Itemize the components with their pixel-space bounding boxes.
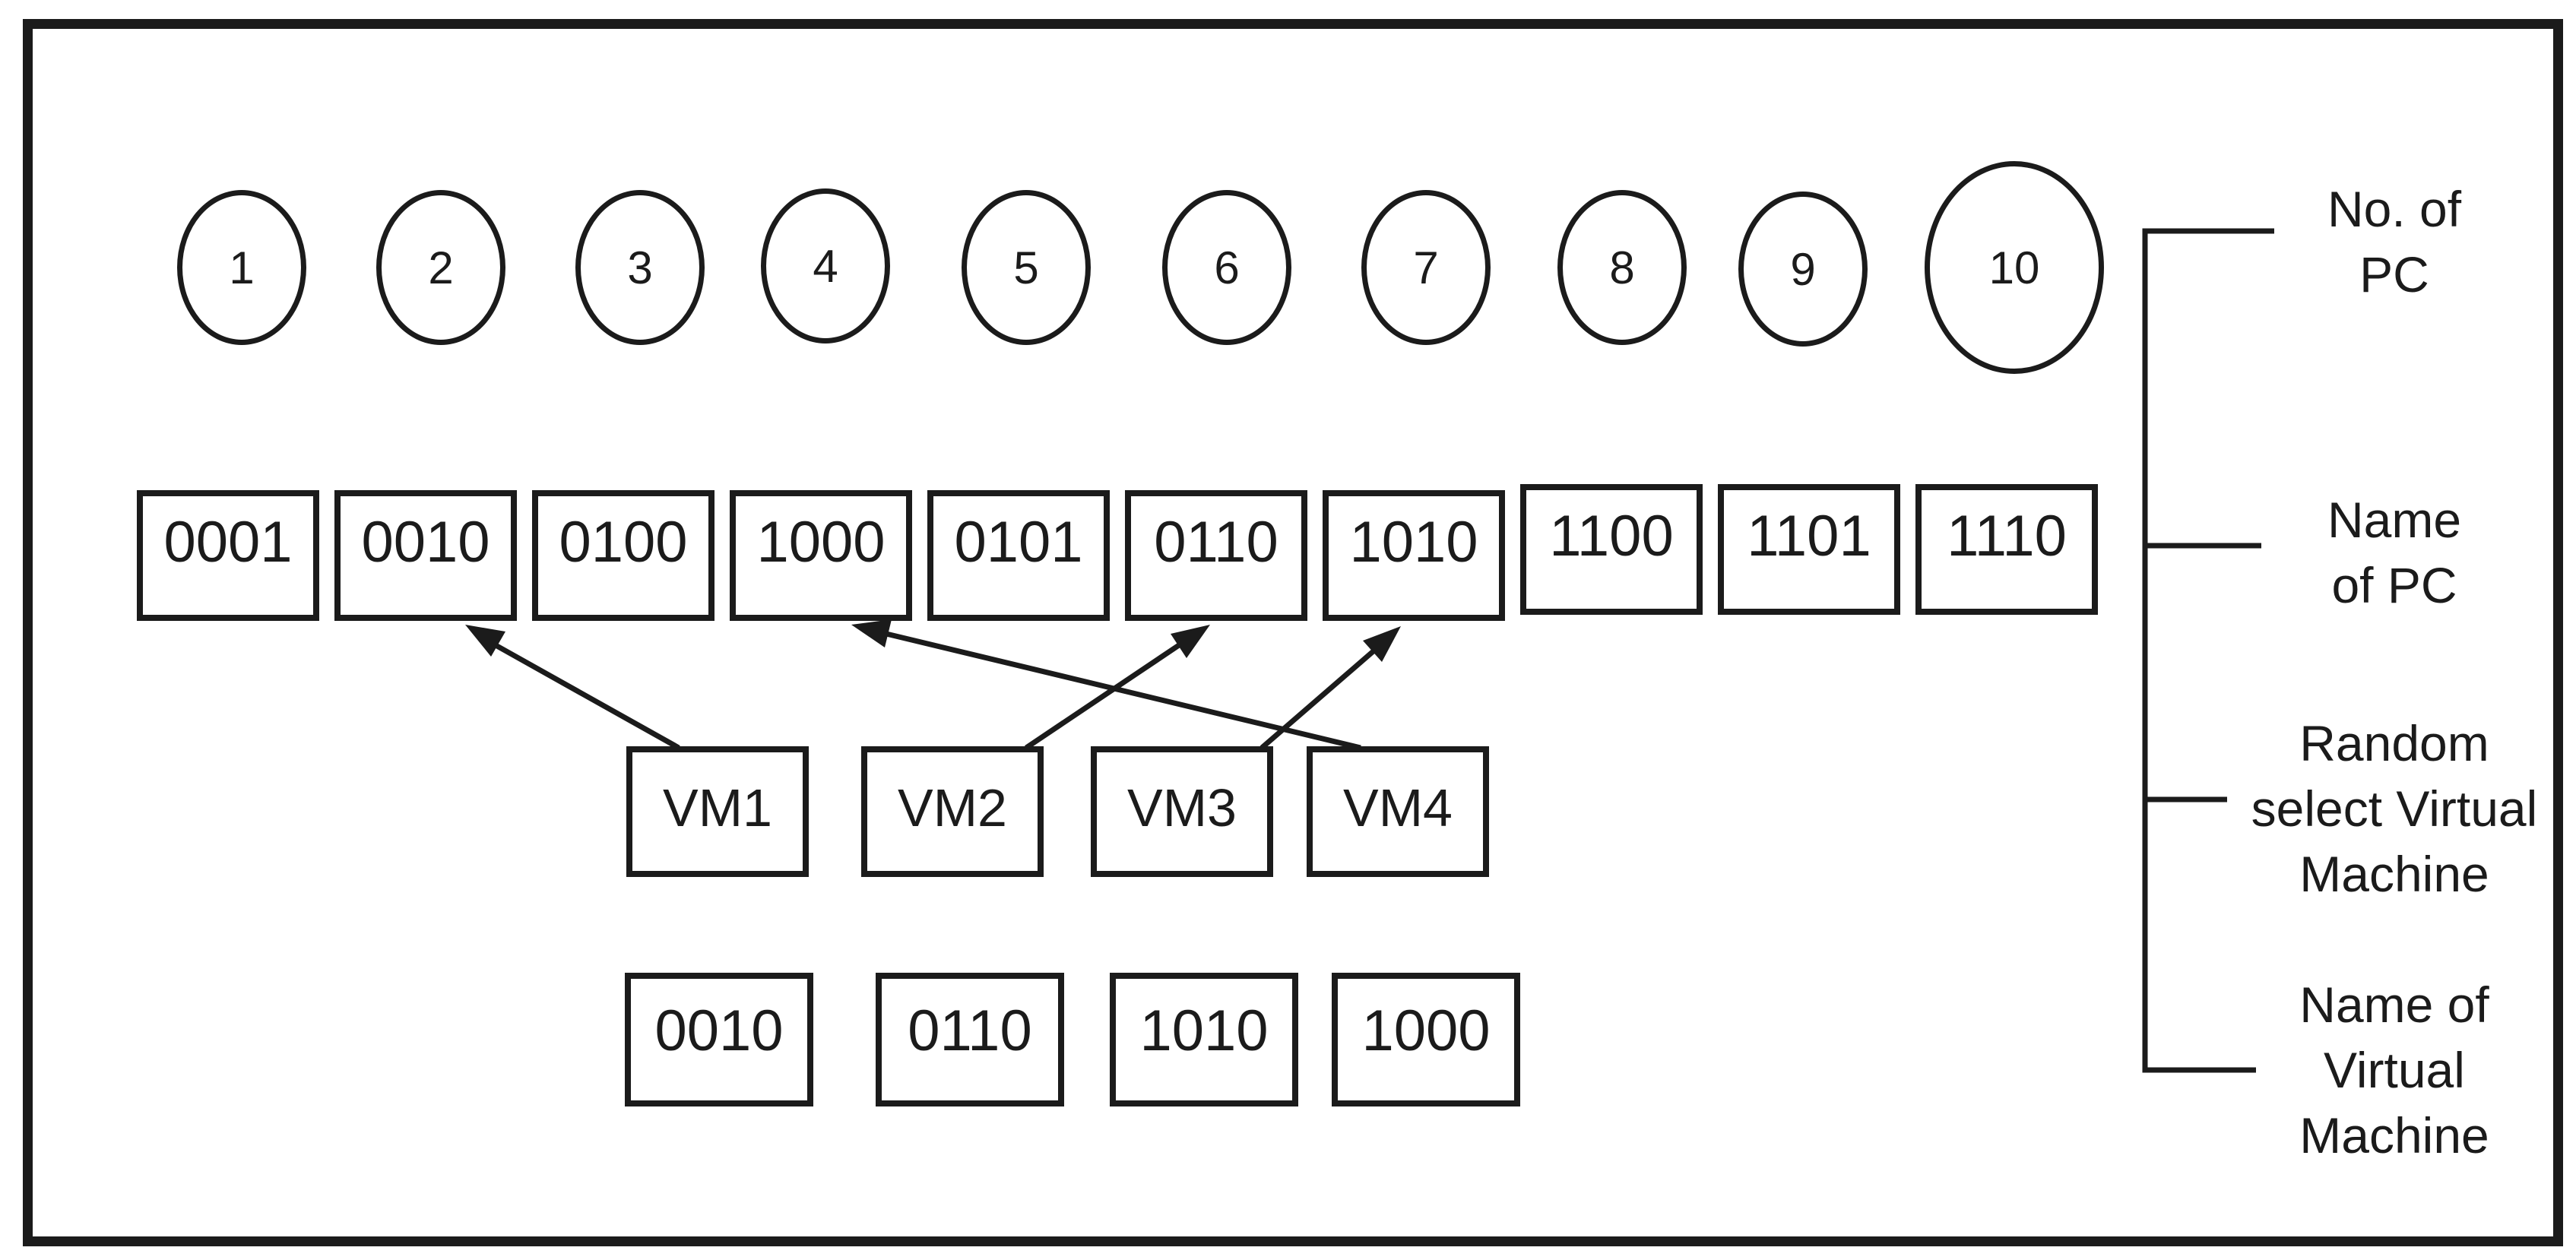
legend-line: Name	[2327, 492, 2462, 548]
arrowhead-vm3-to-pc-1010	[1363, 626, 1401, 662]
pc-name-box-0110: 0110	[1125, 490, 1307, 621]
pc-name-box-0101: 0101	[927, 490, 1110, 621]
arrow-shaft-vm1-to-pc-0010	[494, 642, 680, 751]
pc-circle-8: 8	[1557, 190, 1687, 345]
pc-name-box-0001: 0001	[137, 490, 319, 621]
pc-name-box-1100: 1100	[1520, 484, 1703, 615]
pc-circle-10: 10	[1925, 161, 2104, 374]
legend-name-of-vm: Name of Virtual Machine	[2231, 972, 2558, 1168]
legend-line: Random	[2299, 715, 2489, 771]
pc-name-box-1110: 1110	[1915, 484, 2098, 615]
legend-line: select Virtual	[2251, 780, 2538, 837]
vm-name-box-1010: 1010	[1110, 973, 1298, 1106]
legend-no-of-pc: No. of PC	[2231, 176, 2558, 307]
pc-circle-9: 9	[1738, 192, 1868, 347]
pc-name-box-1000: 1000	[730, 490, 912, 621]
legend-name-of-pc: Name of PC	[2231, 487, 2558, 618]
legend-random-select-vm: Random select Virtual Machine	[2231, 711, 2558, 907]
arrowhead-vm2-to-pc-0110	[1171, 625, 1210, 658]
legend-line: No. of	[2327, 181, 2462, 237]
pc-name-box-1010: 1010	[1323, 490, 1505, 621]
pc-circle-7: 7	[1361, 190, 1491, 345]
arrowhead-vm4-to-pc-1000	[851, 619, 892, 647]
pc-name-box-1101: 1101	[1718, 484, 1900, 615]
vm-name-box-0110: 0110	[876, 973, 1064, 1106]
legend-line: Virtual	[2324, 1042, 2465, 1098]
arrowhead-vm1-to-pc-0010	[465, 625, 505, 657]
legend-line: of PC	[2331, 557, 2457, 613]
vm-name-box-0010: 0010	[625, 973, 813, 1106]
pc-circle-4: 4	[761, 188, 890, 343]
vm-box-vm4: VM4	[1307, 746, 1489, 877]
vm-box-vm1: VM1	[626, 746, 809, 877]
arrow-shaft-vm2-to-pc-0110	[1025, 641, 1183, 750]
legend-bracket	[2142, 228, 2274, 1073]
pc-circle-5: 5	[962, 190, 1091, 345]
arrow-shaft-vm4-to-pc-1000	[886, 631, 1361, 751]
vm-box-vm2: VM2	[861, 746, 1044, 877]
pc-name-box-0100: 0100	[532, 490, 714, 621]
legend-line: Machine	[2299, 846, 2489, 902]
pc-circle-6: 6	[1162, 190, 1291, 345]
pc-circle-1: 1	[177, 190, 306, 345]
legend-line: Name of	[2299, 977, 2489, 1033]
outer-frame	[23, 19, 2563, 1246]
legend-line: Machine	[2299, 1107, 2489, 1163]
legend-line: PC	[2359, 246, 2429, 302]
pc-circle-3: 3	[575, 190, 705, 345]
vm-box-vm3: VM3	[1091, 746, 1273, 877]
pc-name-box-0010: 0010	[334, 490, 517, 621]
vm-name-box-1000: 1000	[1332, 973, 1520, 1106]
pc-circle-2: 2	[376, 190, 505, 345]
arrow-shaft-vm3-to-pc-1010	[1259, 647, 1377, 750]
